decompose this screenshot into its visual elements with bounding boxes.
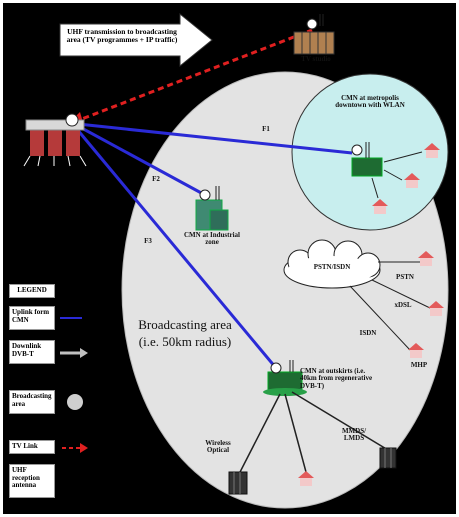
- tv-studio-label: TV studio: [301, 55, 331, 63]
- house-link: [284, 393, 307, 473]
- xdsl-line: [371, 279, 431, 309]
- broadcasting-area-label: Broadcasting area: [138, 317, 232, 332]
- legend-tv-link: TV Link: [9, 440, 55, 454]
- f1-label: F1: [262, 125, 270, 133]
- tv-studio-icon: [293, 14, 335, 55]
- mmds-lmds-label: MMDS/ LMDS: [341, 427, 367, 443]
- legend-downlink: Downlink DVB-T: [9, 340, 55, 364]
- uplink-f1: [77, 122, 353, 155]
- metro-link-2: [383, 169, 403, 181]
- cmn-metropolis-icon: [351, 142, 383, 177]
- callout-label: F0: [192, 11, 202, 20]
- xdsl-house: [428, 301, 444, 316]
- legend-tvlink-arrowhead: [80, 443, 88, 453]
- uhf-callout-arrow: [59, 12, 213, 68]
- broadcasting-area-radius: (i.e. 50km radius): [138, 334, 232, 349]
- wireless-optical-building: [228, 471, 248, 495]
- cmn-outskirts-label: CMN at outskirts (i.e. 40km from regener…: [300, 367, 373, 390]
- uplink-f2: [77, 124, 206, 197]
- metro-link-3: [371, 177, 379, 199]
- legend-uplink: Uplink form CMN: [9, 306, 55, 330]
- cmn-outskirts-icon: [263, 360, 307, 396]
- xdsl-label: xDSL: [394, 301, 412, 309]
- wireless-optical-label: Wireless Optical: [205, 439, 231, 455]
- uplink-f3: [74, 127, 278, 369]
- metro-link-1: [383, 151, 423, 163]
- cmn-industrial-icon: [195, 186, 229, 231]
- pstn-isdn-cloud: [283, 239, 381, 289]
- wireless-optical-link: [237, 393, 281, 477]
- f3-label: F3: [144, 237, 152, 245]
- legend-uhf-antenna: UHF reception antenna: [9, 464, 55, 498]
- isdn-label: ISDN: [359, 329, 377, 337]
- mhp-label: MHP: [410, 361, 428, 369]
- cmn-industrial-label: CMN at Industrial zone: [183, 231, 240, 247]
- wlan-area: [291, 73, 449, 231]
- mhp-house: [408, 343, 424, 358]
- tv-link-line: [73, 28, 313, 124]
- pstn-label: PSTN: [396, 273, 414, 281]
- mmds-lmds-building: [379, 447, 397, 469]
- metro-house-3: [372, 199, 388, 214]
- metro-house-2: [404, 173, 420, 188]
- mmds-lmds-link: [291, 391, 389, 451]
- callout-text: UHF transmission to broadcasting area (T…: [66, 27, 178, 44]
- metro-house-1: [424, 143, 440, 158]
- pstn-isdn-label: PSTN/ISDN: [313, 263, 351, 271]
- outskirts-house: [298, 471, 314, 486]
- legend-area-circle: [67, 394, 83, 410]
- transmitter-tower-icon: [23, 113, 87, 167]
- isdn-line: [349, 285, 411, 351]
- legend-downlink-arrowhead: [80, 348, 88, 358]
- pstn-house: [418, 251, 434, 266]
- f2-label: F2: [152, 175, 160, 183]
- cmn-metropolis-label: CMN at metropolis downtown with WLAN: [335, 94, 405, 110]
- legend-title: LEGEND: [9, 284, 55, 298]
- legend-broadcasting-area: Broadcasting area: [9, 390, 55, 414]
